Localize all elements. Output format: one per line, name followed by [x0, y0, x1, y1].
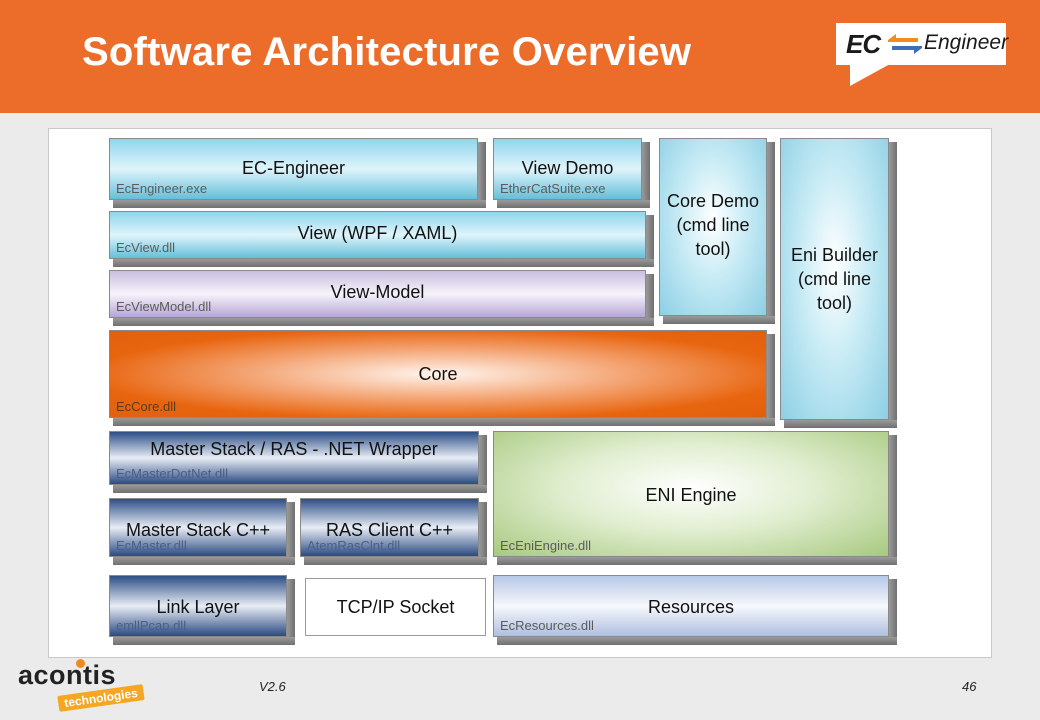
block-name: Eni Builder (cmd line tool): [790, 245, 879, 313]
block-name: Link Layer: [156, 597, 240, 617]
block-master-wrapper: Master Stack / RAS - .NET Wrapper EcMast…: [109, 431, 487, 493]
block-name: RAS Client C++: [325, 520, 454, 540]
logo-prefix: EC: [846, 29, 881, 59]
block-name: Master Stack / RAS - .NET Wrapper: [150, 439, 438, 459]
block-ras-client: RAS Client C++ AtemRasClnt.dll: [300, 498, 487, 565]
logo-dot: [76, 659, 85, 668]
block-link-layer: Link Layer emllPcap.dll: [109, 575, 295, 645]
ec-engineer-logo: EC Engineer: [836, 23, 1009, 65]
block-name: View Demo: [521, 158, 614, 178]
block-name: TCP/IP Socket: [336, 597, 455, 617]
slide-version: V2.6: [259, 679, 286, 694]
block-name: View-Model: [330, 282, 425, 302]
block-file: EcCore.dll: [116, 399, 176, 414]
logo-speech-tail: [850, 64, 890, 86]
block-core-demo: Core Demo (cmd line tool): [659, 138, 775, 324]
block-file: EcEngineer.exe: [116, 181, 208, 196]
block-file: EtherCatSuite.exe: [500, 181, 606, 196]
block-file: emllPcap.dll: [116, 618, 187, 633]
block-name: Core Demo (cmd line tool): [666, 191, 760, 259]
block-resources: Resources EcResources.dll: [493, 575, 897, 645]
block-view-demo: View Demo EtherCatSuite.exe: [493, 138, 650, 208]
slide-title: Software Architecture Overview: [82, 30, 692, 74]
block-eni-engine: ENI Engine EcEniEngine.dll: [493, 431, 897, 565]
block-name: Core: [418, 364, 458, 384]
slide-page-number: 46: [962, 679, 977, 694]
block-name: Master Stack C++: [125, 520, 271, 540]
block-file: EcMasterDotNet.dll: [116, 466, 228, 481]
block-master-cpp: Master Stack C++ EcMaster.dll: [109, 498, 295, 565]
block-file: AtemRasClnt.dll: [307, 538, 401, 553]
block-file: EcResources.dll: [500, 618, 594, 633]
block-file: EcMaster.dll: [116, 538, 187, 553]
block-name: View (WPF / XAML): [297, 223, 458, 243]
block-ec-engineer: EC-Engineer EcEngineer.exe: [109, 138, 486, 208]
block-view: View (WPF / XAML) EcView.dll: [109, 211, 654, 267]
double-arrow-icon: [888, 34, 922, 54]
block-view-model: View-Model EcViewModel.dll: [109, 270, 654, 326]
acontis-logo: acontis technologies: [14, 659, 145, 714]
block-eni-builder: Eni Builder (cmd line tool): [780, 138, 897, 428]
block-core: Core EcCore.dll: [109, 330, 775, 426]
block-name: EC-Engineer: [241, 158, 346, 178]
architecture-diagram: EC-Engineer EcEngineer.exe View Demo Eth…: [48, 128, 992, 658]
acontis-name: acontis: [18, 660, 117, 690]
block-name: ENI Engine: [645, 485, 737, 505]
block-file: EcViewModel.dll: [116, 299, 212, 314]
block-tcpip-socket: TCP/IP Socket: [305, 578, 486, 636]
block-file: EcView.dll: [116, 240, 176, 255]
block-name: Resources: [647, 597, 735, 617]
logo-suffix: Engineer: [924, 31, 1009, 54]
block-file: EcEniEngine.dll: [500, 538, 592, 553]
